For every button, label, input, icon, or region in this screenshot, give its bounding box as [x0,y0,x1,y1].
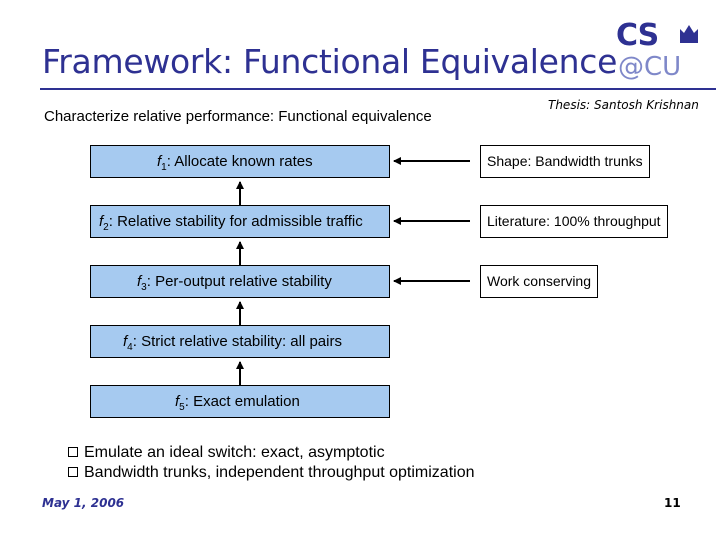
bullet-text: Emulate an ideal switch: exact, asymptot… [84,444,385,461]
square-bullet-icon [68,467,78,477]
framework-level-3: f3: Per-output relative stability [90,265,390,298]
page-number: 11 [664,496,681,510]
bullet-item: Bandwidth trunks, independent throughput… [68,464,474,484]
cs-columbia-logo: CS @CU [616,18,706,82]
framework-level-5: f5: Exact emulation [90,385,390,418]
slide-title: Framework: Functional Equivalence [42,42,618,81]
level-text: : Per-output relative stability [146,273,332,290]
f-symbol: f [123,333,128,350]
f-subscript: 1 [161,162,167,173]
level-text: : Allocate known rates [166,153,313,170]
title-divider [40,88,716,90]
related-work-box: Shape: Bandwidth trunks [480,145,650,178]
f-symbol: f [157,153,162,170]
related-work-box: Work conserving [480,265,599,298]
f-subscript: 3 [141,282,147,293]
logo-cu-text: @CU [618,52,682,82]
related-work-box: Literature: 100% throughput [480,205,668,238]
bullet-item: Emulate an ideal switch: exact, asymptot… [68,444,474,464]
bullet-text: Bandwidth trunks, independent throughput… [84,464,475,481]
level-text: : Relative stability for admissible traf… [108,213,363,230]
logo-cs-text: CS [616,18,659,53]
level-text: : Strict relative stability: all pairs [132,333,342,350]
crown-icon [680,25,698,43]
f-subscript: 2 [103,222,109,233]
f-symbol: f [99,213,104,230]
f-symbol: f [175,393,180,410]
footer-date: May 1, 2006 [42,496,125,510]
f-subscript: 5 [179,402,185,413]
slide-subtitle: Characterize relative performance: Funct… [44,108,432,125]
f-symbol: f [137,273,142,290]
framework-level-4: f4: Strict relative stability: all pairs [90,325,390,358]
bullet-list: Emulate an ideal switch: exact, asymptot… [68,444,474,484]
framework-level-2: f2: Relative stability for admissible tr… [90,205,390,238]
framework-level-1: f1: Allocate known rates [90,145,390,178]
thesis-author: Thesis: Santosh Krishnan [548,98,699,112]
square-bullet-icon [68,447,78,457]
f-subscript: 4 [127,342,133,353]
level-text: : Exact emulation [184,393,300,410]
